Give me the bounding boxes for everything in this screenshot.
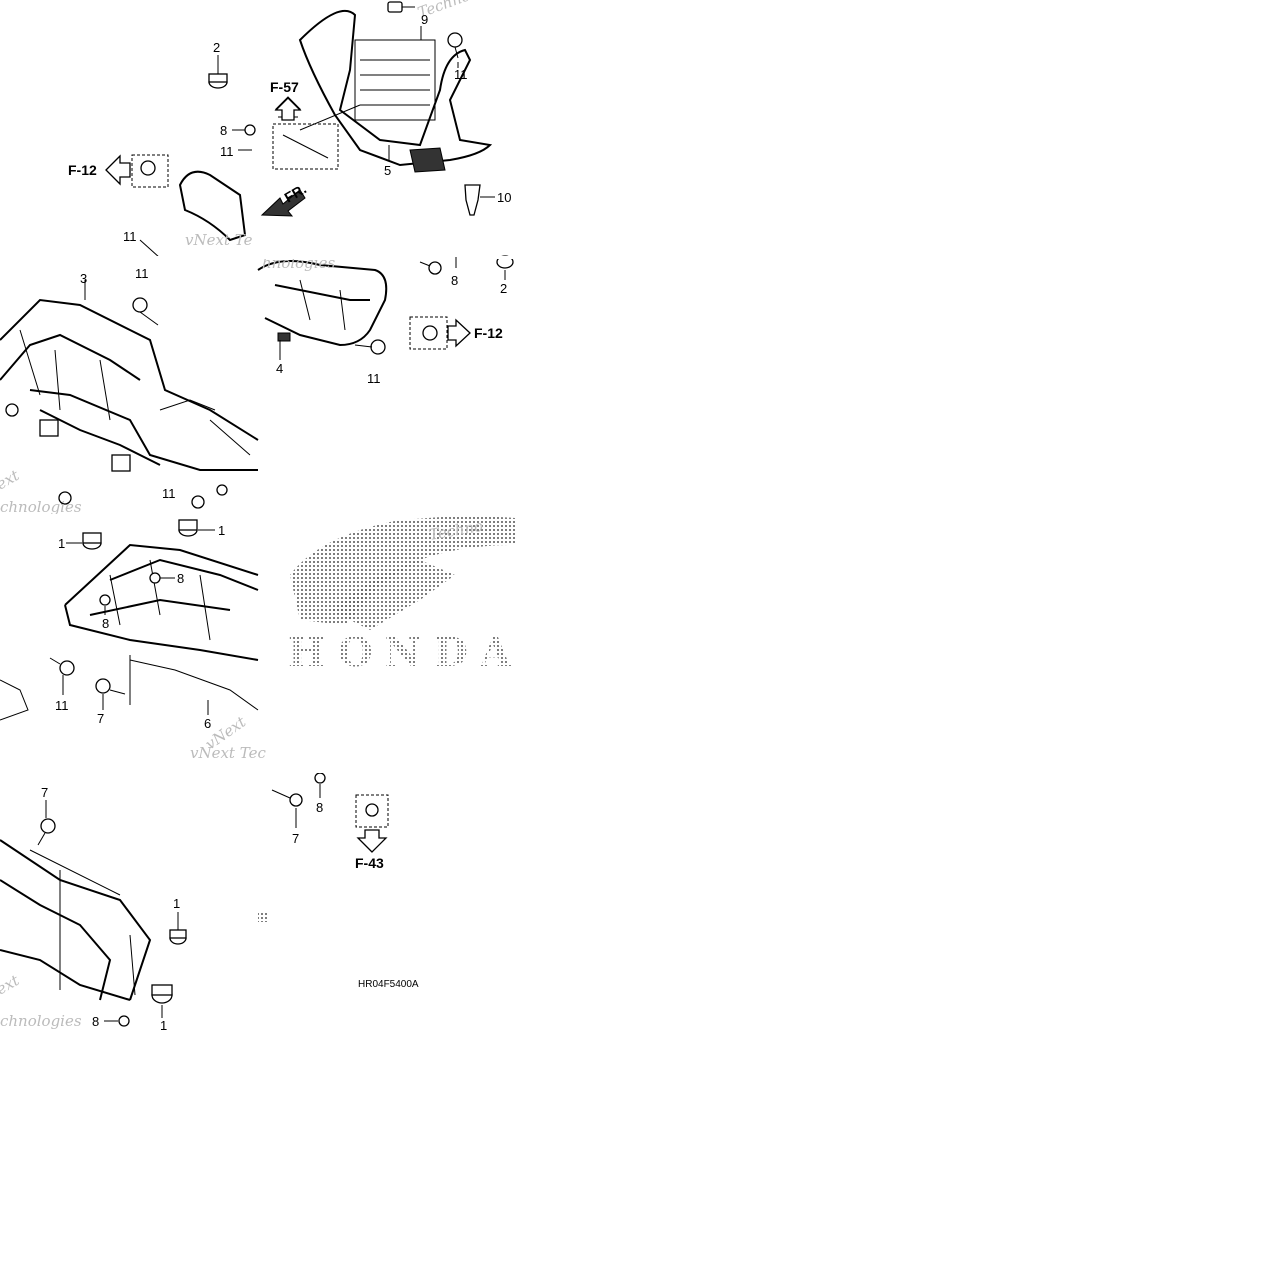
callout-11: 11 — [135, 266, 149, 281]
callout-5: 5 — [384, 163, 391, 178]
ref-f43: F-43 — [355, 855, 384, 871]
callout-11: 11 — [162, 486, 176, 501]
callout-10: 10 — [497, 190, 511, 205]
callout-8: 8 — [92, 1014, 99, 1029]
callout-8: 8 — [177, 571, 184, 586]
callout-7: 7 — [292, 831, 299, 846]
rear-carrier-panel — [0, 519, 259, 721]
callout-3: 3 — [80, 271, 87, 286]
callout-1: 1 — [173, 896, 180, 911]
callout-6: 6 — [204, 716, 211, 731]
callout-11: 11 — [367, 371, 381, 386]
ref-f12-left: F-12 — [68, 162, 97, 178]
callout-8: 8 — [102, 616, 109, 631]
front-carrier-panel — [0, 280, 259, 509]
honda-logo-text: HONDA — [288, 629, 514, 676]
callout-11: 11 — [454, 67, 468, 82]
callout-8: 8 — [316, 800, 323, 815]
honda-wing-logo: HONDA — [258, 515, 515, 922]
ref-f12-right: F-12 — [474, 325, 503, 341]
callout-1: 1 — [58, 536, 65, 551]
callout-8: 8 — [220, 123, 227, 138]
watermark-text: vNext Tec — [190, 744, 266, 762]
callout-1: 1 — [160, 1018, 167, 1033]
callout-7: 7 — [97, 711, 104, 726]
watermark-text: ext — [0, 466, 23, 494]
callout-4: 4 — [276, 361, 283, 376]
side-guard-panel — [257, 255, 514, 355]
ref-f57: F-57 — [270, 79, 299, 95]
watermark-text: chnologies — [0, 498, 82, 516]
callout-11: 11 — [220, 144, 234, 159]
leader-lines — [45, 26, 506, 1022]
callout-8: 8 — [451, 273, 458, 288]
watermark-text: ext — [0, 971, 23, 999]
figure-code: HR04F5400A — [358, 979, 419, 990]
front-bumper-panel — [105, 1, 495, 259]
watermark-text: vNext Te — [185, 231, 253, 249]
callouts: 2 8 11 11 9 11 5 10 8 2 4 11 3 11 11 1 1… — [41, 12, 511, 1033]
callout-11: 11 — [123, 229, 137, 244]
callout-2: 2 — [213, 40, 220, 55]
watermark-text: chnologies — [0, 1012, 82, 1030]
callout-7: 7 — [41, 785, 48, 800]
callout-9: 9 — [421, 12, 428, 27]
callout-2: 2 — [500, 281, 507, 296]
lower-carrier-panel — [0, 772, 389, 1027]
callout-1: 1 — [218, 523, 225, 538]
callout-11: 11 — [55, 698, 69, 713]
